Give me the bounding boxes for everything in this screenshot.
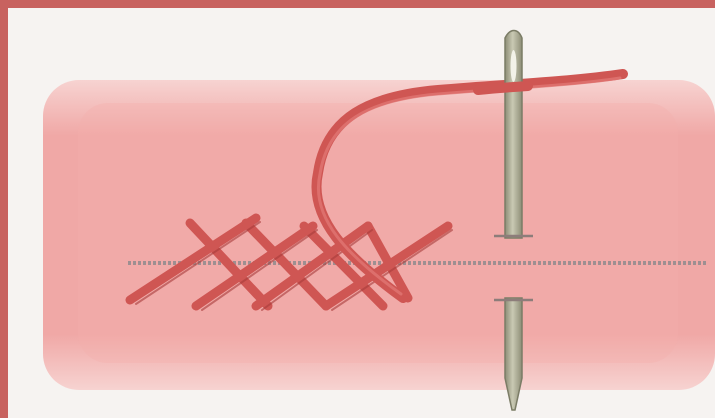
stitch-illustration	[8, 8, 715, 418]
illustration-canvas	[8, 8, 715, 418]
fabric-highlight	[78, 103, 678, 363]
thread-through-eye	[478, 86, 528, 90]
needle-eye	[511, 50, 517, 82]
